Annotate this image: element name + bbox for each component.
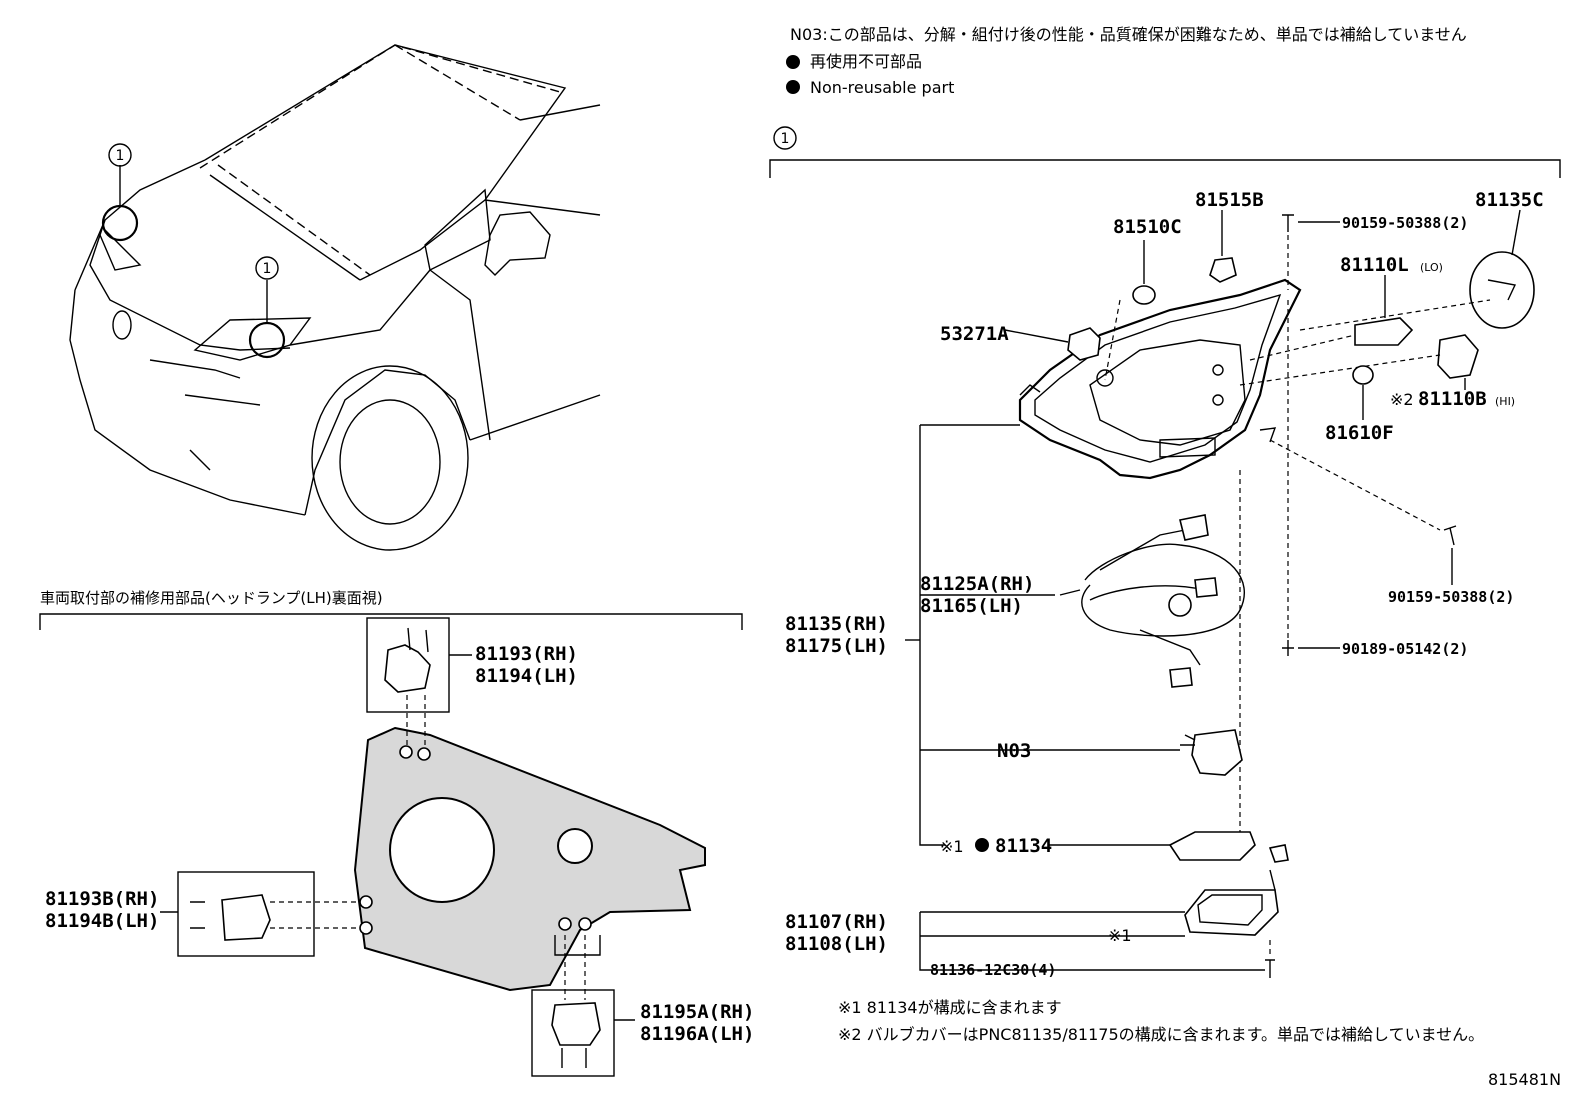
legend-notes: N03:この部品は、分解・組付け後の性能・品質確保が困難なため、単品では補給して…	[769, 25, 1561, 178]
left-section-title: 車両取付部の補修用部品(ヘッドランプ(LH)裏面視)	[40, 589, 383, 607]
label-81175-lh: 81175(LH)	[785, 635, 888, 657]
n03-note: N03:この部品は、分解・組付け後の性能・品質確保が困難なため、単品では補給して…	[790, 25, 1467, 44]
label-90189: 90189-05142(2)	[1342, 640, 1468, 658]
label-hi: (HI)	[1495, 395, 1515, 408]
wire-harness-illustration	[1059, 514, 1245, 688]
diagram-id: 815481N	[1488, 1070, 1561, 1089]
label-81108: 81108(LH)	[785, 933, 888, 955]
ballast-illustration	[919, 869, 1279, 978]
label-81134: 81134	[995, 835, 1052, 857]
footnote-2: ※2 バルブカバーはPNC81135/81175の構成に含まれます。単品では補給…	[838, 1025, 1484, 1044]
footnote-1: ※1 81134が構成に含まれます	[838, 998, 1062, 1017]
housing-back-view	[39, 613, 743, 1077]
non-reusable-jp: 再使用不可部品	[810, 52, 922, 71]
label-90159-top: 90159-50388(2)	[1342, 214, 1468, 232]
label-81193B: 81193B(RH)	[45, 888, 159, 910]
label-90159-side: 90159-50388(2)	[1388, 588, 1514, 606]
label-lo: (LO)	[1420, 261, 1443, 274]
note-mark-1: ※1	[940, 837, 964, 856]
callout-number: 1	[116, 148, 125, 164]
label-81165: 81165(LH)	[920, 595, 1023, 617]
vehicle-illustration: 1 1	[69, 44, 601, 551]
non-reusable-mark-icon	[786, 55, 800, 69]
label-81193: 81193(RH)	[475, 643, 578, 665]
label-81125A: 81125A(RH)	[920, 573, 1034, 595]
label-n03: N03	[997, 740, 1031, 762]
label-81135C: 81135C	[1475, 189, 1544, 211]
label-81135-rh: 81135(RH)	[785, 613, 888, 635]
footnotes: 車両取付部の補修用部品(ヘッドランプ(LH)裏面視) ※1 81134が構成に含…	[40, 589, 1561, 1089]
label-81515B: 81515B	[1195, 189, 1264, 211]
section-callout: 1	[781, 131, 790, 147]
callout-number: 1	[263, 261, 272, 277]
label-81610F: 81610F	[1325, 422, 1394, 444]
headlamp-assembly-illustration	[1004, 209, 1535, 860]
note-mark-1b: ※1	[1108, 926, 1132, 945]
leveling-actuator-illustration	[1030, 729, 1243, 776]
part-labels: 81515B 81510C 90159-50388(2) 81135C 8111…	[45, 189, 1544, 1045]
label-81194B: 81194B(LH)	[45, 910, 159, 932]
assembly-bracket	[905, 424, 1170, 846]
label-81136: 81136-12C30(4)	[930, 961, 1056, 979]
label-81195A: 81195A(RH)	[640, 1001, 754, 1023]
note-mark-2: ※2	[1390, 390, 1414, 409]
label-81510C: 81510C	[1113, 216, 1182, 238]
label-81196A: 81196A(LH)	[640, 1023, 754, 1045]
non-reusable-en: Non-reusable part	[810, 78, 954, 97]
non-reusable-mark-icon	[975, 838, 989, 852]
label-81107: 81107(RH)	[785, 911, 888, 933]
label-53271A: 53271A	[940, 323, 1009, 345]
label-81110L: 81110L	[1340, 254, 1409, 276]
label-81194: 81194(LH)	[475, 665, 578, 687]
non-reusable-mark-icon	[786, 80, 800, 94]
label-81110B: 81110B	[1418, 388, 1487, 410]
gasket-illustration	[1168, 831, 1289, 863]
